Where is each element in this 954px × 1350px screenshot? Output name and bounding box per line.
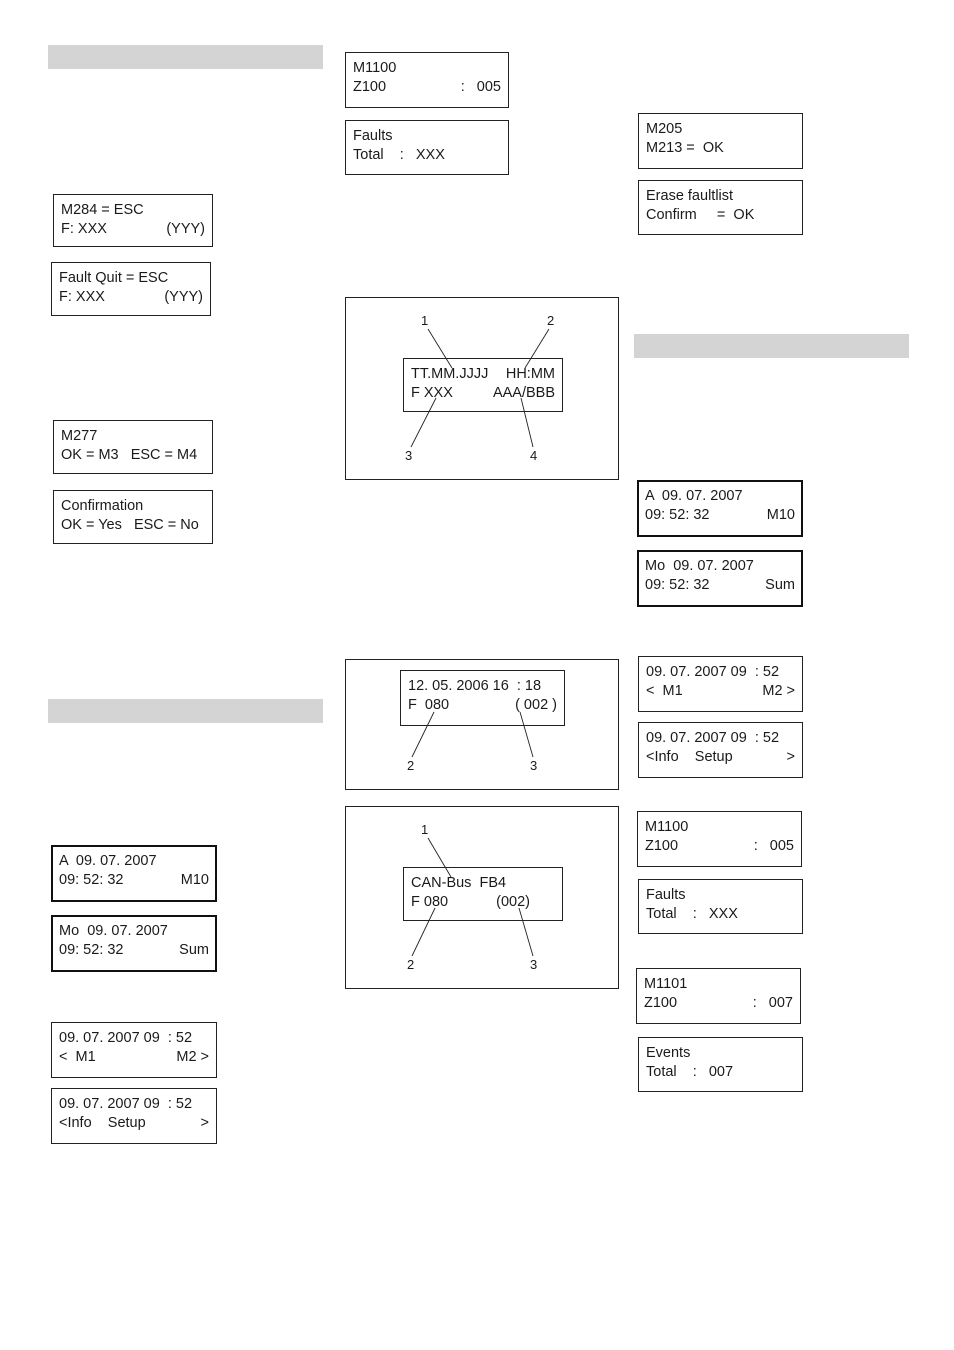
section-header-bar	[48, 45, 323, 69]
callout-number: 2	[547, 313, 555, 328]
lcd-line: < M1	[646, 683, 683, 699]
lcd-value: Sum	[765, 577, 795, 593]
lcd-line: A 09. 07. 2007	[59, 853, 157, 869]
lcd-line: OK = Yes ESC = No	[61, 517, 199, 533]
lcd-line: 12. 05. 2006 16 : 18	[408, 678, 542, 694]
lcd-date-a: A 09. 07. 2007 09: 52: 32 M10	[51, 845, 217, 902]
lcd-m205: M205 M213 = OK	[638, 113, 803, 169]
lcd-line: Confirm = OK	[646, 207, 755, 223]
lcd-value: >	[200, 1115, 209, 1131]
lcd-line: 09: 52: 32	[645, 577, 710, 593]
lcd-value: : 005	[753, 838, 794, 854]
lcd-fault-counter: (002)	[496, 894, 530, 910]
lcd-line: CAN-Bus FB4	[411, 875, 507, 891]
callout-number: 1	[421, 313, 429, 328]
lcd-menu-info: 09. 07. 2007 09 : 52 <Info Setup >	[51, 1088, 217, 1144]
lcd-line: < M1	[59, 1049, 96, 1065]
callout-number: 3	[405, 448, 413, 463]
lcd-m1101: M1101 Z100 : 007	[636, 968, 801, 1024]
lcd-fault-counter: ( 002 )	[515, 697, 557, 713]
lcd-value: M10	[180, 872, 209, 888]
lcd-line: M1100	[645, 819, 689, 835]
lcd-date-mo: Mo 09. 07. 2007 09: 52: 32 Sum	[51, 915, 217, 972]
lcd-line: Confirmation	[61, 498, 144, 514]
lcd-line: Z100	[644, 995, 678, 1011]
lcd-line: 09: 52: 32	[59, 942, 124, 958]
lcd-date-mo: Mo 09. 07. 2007 09: 52: 32 Sum	[637, 550, 803, 607]
lcd-menu-m: 09. 07. 2007 09 : 52 < M1 M2 >	[638, 656, 803, 712]
lcd-line: M205	[646, 121, 683, 137]
lcd-faults: Faults Total : XXX	[638, 879, 803, 934]
lcd-m1100: M1100 Z100 : 005	[637, 811, 802, 867]
lcd-line: 09: 52: 32	[59, 872, 124, 888]
lcd-line: Faults	[646, 887, 686, 903]
lcd-m277: M277 OK = M3 ESC = M4	[53, 420, 213, 474]
lcd-date-a: A 09. 07. 2007 09: 52: 32 M10	[637, 480, 803, 537]
callout-number: 1	[421, 822, 429, 837]
lcd-line: Total : 007	[646, 1064, 734, 1080]
lcd-line: Z100	[353, 79, 387, 95]
callout-number: 3	[530, 957, 538, 972]
lcd-erase-faultlist: Erase faultlist Confirm = OK	[638, 180, 803, 235]
lcd-m1100: M1100 Z100 : 005	[345, 52, 509, 108]
lcd-line: Total : XXX	[353, 147, 445, 163]
lcd-line: 09. 07. 2007 09 : 52	[646, 664, 780, 680]
lcd-line: Fault Quit = ESC	[59, 270, 169, 286]
diagram-lcd: 12. 05. 2006 16 : 18 F 080 ( 002 )	[400, 670, 565, 726]
lcd-line: <Info Setup	[646, 749, 733, 765]
lcd-line: Total : XXX	[646, 906, 738, 922]
diagram-lcd: CAN-Bus FB4 F 080 (002)	[403, 867, 563, 921]
lcd-value: (YYY)	[164, 289, 203, 305]
lcd-line: M1101	[644, 976, 688, 992]
lcd-line: Mo 09. 07. 2007	[645, 558, 754, 574]
lcd-m284-esc: M284 = ESC F: XXX (YYY)	[53, 194, 213, 247]
lcd-value: Sum	[179, 942, 209, 958]
lcd-line: 09. 07. 2007 09 : 52	[59, 1096, 193, 1112]
lcd-line: Erase faultlist	[646, 188, 734, 204]
lcd-value: : 007	[752, 995, 793, 1011]
lcd-fault-counter: AAA/BBB	[492, 385, 555, 401]
lcd-line: 09. 07. 2007 09 : 52	[59, 1030, 193, 1046]
callout-number: 4	[530, 448, 538, 463]
lcd-confirmation: Confirmation OK = Yes ESC = No	[53, 490, 213, 544]
lcd-line: OK = M3 ESC = M4	[61, 447, 198, 463]
lcd-fault-code: F 080	[408, 697, 450, 713]
lcd-value: (YYY)	[166, 221, 205, 237]
lcd-line: A 09. 07. 2007	[645, 488, 743, 504]
lcd-line: M1100	[353, 60, 397, 76]
lcd-value: >	[786, 749, 795, 765]
lcd-line: M277	[61, 428, 98, 444]
diagram-lcd: TT.MM.JJJJ HH:MM F XXX AAA/BBB	[403, 358, 563, 412]
lcd-line: M213 = OK	[646, 140, 724, 156]
lcd-line: F: XXX	[61, 221, 107, 237]
lcd-line: Mo 09. 07. 2007	[59, 923, 168, 939]
lcd-fault-code: F XXX	[411, 385, 453, 401]
lcd-line: Z100	[645, 838, 679, 854]
lcd-line: M284 = ESC	[61, 202, 144, 218]
lcd-fault-code: F 080	[411, 894, 449, 910]
lcd-faults: Faults Total : XXX	[345, 120, 509, 175]
section-header-bar	[634, 334, 909, 358]
lcd-line: Events	[646, 1045, 691, 1061]
lcd-date-format: TT.MM.JJJJ	[411, 366, 489, 382]
section-header-bar	[48, 699, 323, 723]
lcd-line: F: XXX	[59, 289, 105, 305]
lcd-line: Faults	[353, 128, 393, 144]
lcd-fault-quit: Fault Quit = ESC F: XXX (YYY)	[51, 262, 211, 316]
lcd-value: M2 >	[176, 1049, 209, 1065]
callout-number: 2	[407, 957, 415, 972]
lcd-value: : 005	[460, 79, 501, 95]
lcd-menu-info: 09. 07. 2007 09 : 52 <Info Setup >	[638, 722, 803, 778]
lcd-line: 09: 52: 32	[645, 507, 710, 523]
lcd-value: M2 >	[762, 683, 795, 699]
callout-number: 2	[407, 758, 415, 773]
lcd-line: <Info Setup	[59, 1115, 146, 1131]
lcd-value: M10	[766, 507, 795, 523]
lcd-line: 09. 07. 2007 09 : 52	[646, 730, 780, 746]
callout-number: 3	[530, 758, 538, 773]
lcd-events: Events Total : 007	[638, 1037, 803, 1092]
lcd-time-format: HH:MM	[505, 366, 555, 382]
lcd-menu-m: 09. 07. 2007 09 : 52 < M1 M2 >	[51, 1022, 217, 1078]
